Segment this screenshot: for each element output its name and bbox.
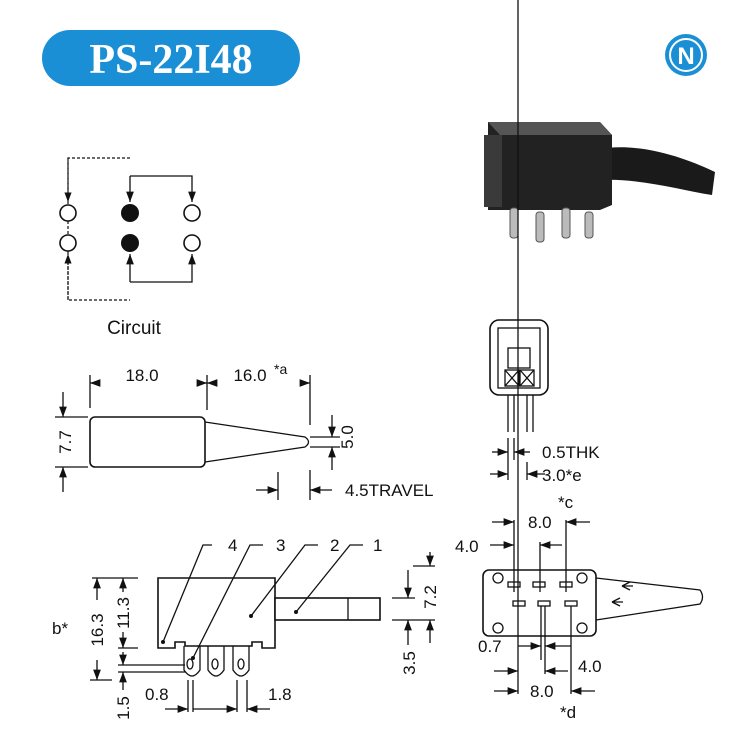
note-d: *d <box>560 703 576 722</box>
product-title: PS-22I48 <box>89 37 252 83</box>
bottom-view: 8.0 *c 4.0 0.7 4.0 8.0 *d <box>455 0 704 722</box>
logo-letter: N <box>677 43 694 70</box>
circuit-diagram: Circuit <box>59 157 201 339</box>
dim-pin-width-bottom: 0.7 <box>478 637 502 656</box>
dim-bottom-offset: 4.0 <box>578 657 602 676</box>
circuit-label: Circuit <box>107 318 162 339</box>
thickness-label: 0.5THK <box>542 443 600 462</box>
dim-lever-length: 16.0 <box>233 366 266 385</box>
dim-top-pitch: 8.0 <box>528 513 552 532</box>
dim-bottom-pitch: 8.0 <box>530 682 554 701</box>
callout-2: 2 <box>330 536 339 555</box>
dim-pin-pitch: 1.8 <box>268 685 292 704</box>
callout-3: 3 <box>276 536 285 555</box>
dim-pin-length: 1.5 <box>114 696 133 720</box>
callout-4: 4 <box>228 536 237 555</box>
note-b: b* <box>52 619 68 638</box>
dim-height: 7.7 <box>56 430 75 454</box>
side-view: 18.0 16.0 *a 7.7 5.0 4.5TRAVEL <box>55 361 434 500</box>
front-view: 4 3 2 1 b* 16.3 11.3 1.5 0.8 1.8 3.5 <box>52 536 440 720</box>
product-image <box>484 122 715 243</box>
note-c: *c <box>558 493 574 512</box>
dim-total-height: 16.3 <box>88 613 107 646</box>
note-a: *a <box>274 361 287 377</box>
callout-1: 1 <box>373 536 382 555</box>
dim-lever-top: 7.2 <box>421 585 440 609</box>
dim-lever-height: 5.0 <box>338 425 357 449</box>
dim-body-height: 11.3 <box>114 597 133 629</box>
brand-logo: N <box>665 34 707 76</box>
end-view: 0.5THK 3.0*e <box>489 319 600 485</box>
dim-pin-width: 0.8 <box>145 685 169 704</box>
dim-top-offset: 4.0 <box>455 537 479 556</box>
dim-body-length: 18.0 <box>125 366 158 385</box>
dim-lever-offset: 3.5 <box>400 651 419 675</box>
pin-spacing-label: 3.0*e <box>542 466 582 485</box>
travel-label: 4.5TRAVEL <box>345 481 434 500</box>
title-badge: PS-22I48 <box>42 30 300 86</box>
